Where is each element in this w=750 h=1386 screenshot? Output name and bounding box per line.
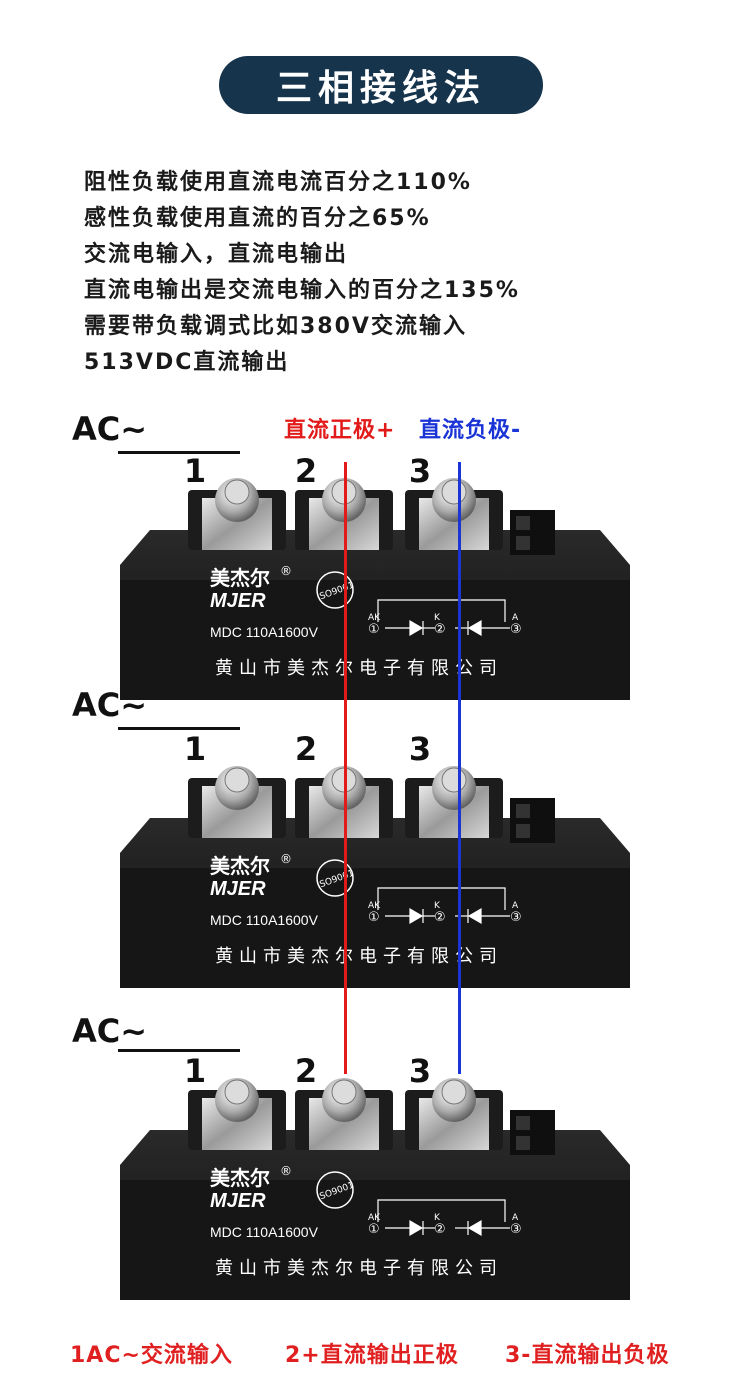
- positive-wire: [344, 462, 347, 1074]
- svg-text:黄山市美杰尔电子有限公司: 黄山市美杰尔电子有限公司: [215, 1258, 503, 1279]
- svg-text:③: ③: [510, 622, 522, 637]
- svg-text:K: K: [434, 901, 441, 911]
- note-line: 交流电输入，直流电输出: [84, 242, 349, 267]
- terminal-number-1: 1: [183, 730, 207, 768]
- ac-underline: [118, 727, 240, 730]
- svg-text:MJER: MJER: [210, 1190, 266, 1212]
- terminal-number-2: 2: [294, 730, 318, 768]
- note-line: 需要带负载调式比如380V交流输入: [84, 314, 467, 339]
- terminal-number-3: 3: [408, 452, 432, 490]
- iso-seal-icon: [316, 1171, 354, 1209]
- svg-text:A: A: [512, 901, 519, 911]
- svg-text:A: A: [512, 613, 519, 623]
- svg-text:K: K: [434, 1213, 441, 1223]
- svg-text:③: ③: [510, 1222, 522, 1237]
- svg-text:③: ③: [510, 910, 522, 925]
- svg-text:MJER: MJER: [210, 590, 266, 612]
- svg-text:AK: AK: [368, 901, 381, 911]
- rectifier-module: 美杰尔 ® MJER ISO9001 MDC 110A1600V AK ① K …: [120, 1078, 630, 1300]
- svg-text:②: ②: [434, 622, 446, 637]
- diode-schematic-icon: [377, 887, 510, 925]
- svg-text:A: A: [512, 1213, 519, 1223]
- svg-text:MDC 110A1600V: MDC 110A1600V: [210, 912, 319, 928]
- svg-text:黄山市美杰尔电子有限公司: 黄山市美杰尔电子有限公司: [215, 946, 503, 967]
- notes-block: 阻性负载使用直流电流百分之110% 感性负载使用直流的百分之65% 交流电输入，…: [84, 165, 520, 381]
- iso-seal-icon: [316, 571, 354, 609]
- negative-wire: [458, 462, 461, 1074]
- svg-text:®: ®: [280, 1164, 292, 1178]
- terminal-number-3: 3: [408, 1052, 432, 1090]
- svg-text:®: ®: [280, 852, 292, 866]
- svg-text:MDC 110A1600V: MDC 110A1600V: [210, 624, 319, 640]
- terminal-number-1: 1: [183, 452, 207, 490]
- iso-seal-icon: [316, 859, 354, 897]
- page-title: 三相接线法: [219, 56, 543, 114]
- svg-text:①: ①: [368, 1222, 380, 1237]
- terminal-number-2: 2: [294, 452, 318, 490]
- caption-ac-input: 1AC~交流输入: [70, 1343, 233, 1368]
- legend-negative: 直流负极-: [419, 418, 522, 443]
- rectifier-module: 美杰尔 ® MJER ISO9001 MDC 110A1600V AK ① K …: [120, 478, 630, 700]
- svg-text:美杰尔: 美杰尔: [210, 566, 270, 590]
- caption-dc-negative: 3-直流输出负极: [505, 1343, 670, 1368]
- svg-text:②: ②: [434, 1222, 446, 1237]
- svg-text:®: ®: [280, 564, 292, 578]
- caption-dc-positive: 2+直流输出正极: [285, 1343, 459, 1368]
- svg-text:MDC 110A1600V: MDC 110A1600V: [210, 1224, 319, 1240]
- terminal-number-2: 2: [294, 1052, 318, 1090]
- svg-text:黄山市美杰尔电子有限公司: 黄山市美杰尔电子有限公司: [215, 658, 503, 679]
- terminal-number-3: 3: [408, 730, 432, 768]
- diode-schematic-icon: [377, 599, 510, 637]
- svg-text:①: ①: [368, 622, 380, 637]
- svg-text:美杰尔: 美杰尔: [210, 1166, 270, 1190]
- rectifier-module: 美杰尔 ® MJER ISO9001 MDC 110A1600V AK ① K …: [120, 766, 630, 988]
- ac-underline: [118, 1049, 240, 1052]
- terminal-number-1: 1: [183, 1052, 207, 1090]
- note-line: 直流电输出是交流电输入的百分之135%: [84, 278, 520, 303]
- ac-label: AC~: [72, 410, 148, 448]
- ac-label: AC~: [72, 1012, 148, 1050]
- legend-positive: 直流正极+: [284, 418, 396, 443]
- note-line: 感性负载使用直流的百分之65%: [84, 206, 431, 231]
- note-line: 513VDC直流输出: [84, 350, 290, 375]
- note-line: 阻性负载使用直流电流百分之110%: [84, 170, 472, 195]
- svg-text:①: ①: [368, 910, 380, 925]
- svg-text:AK: AK: [368, 1213, 381, 1223]
- svg-text:美杰尔: 美杰尔: [210, 854, 270, 878]
- svg-text:K: K: [434, 613, 441, 623]
- svg-text:②: ②: [434, 910, 446, 925]
- diode-schematic-icon: [377, 1199, 510, 1237]
- svg-text:AK: AK: [368, 613, 381, 623]
- ac-underline: [118, 451, 240, 454]
- svg-text:MJER: MJER: [210, 878, 266, 900]
